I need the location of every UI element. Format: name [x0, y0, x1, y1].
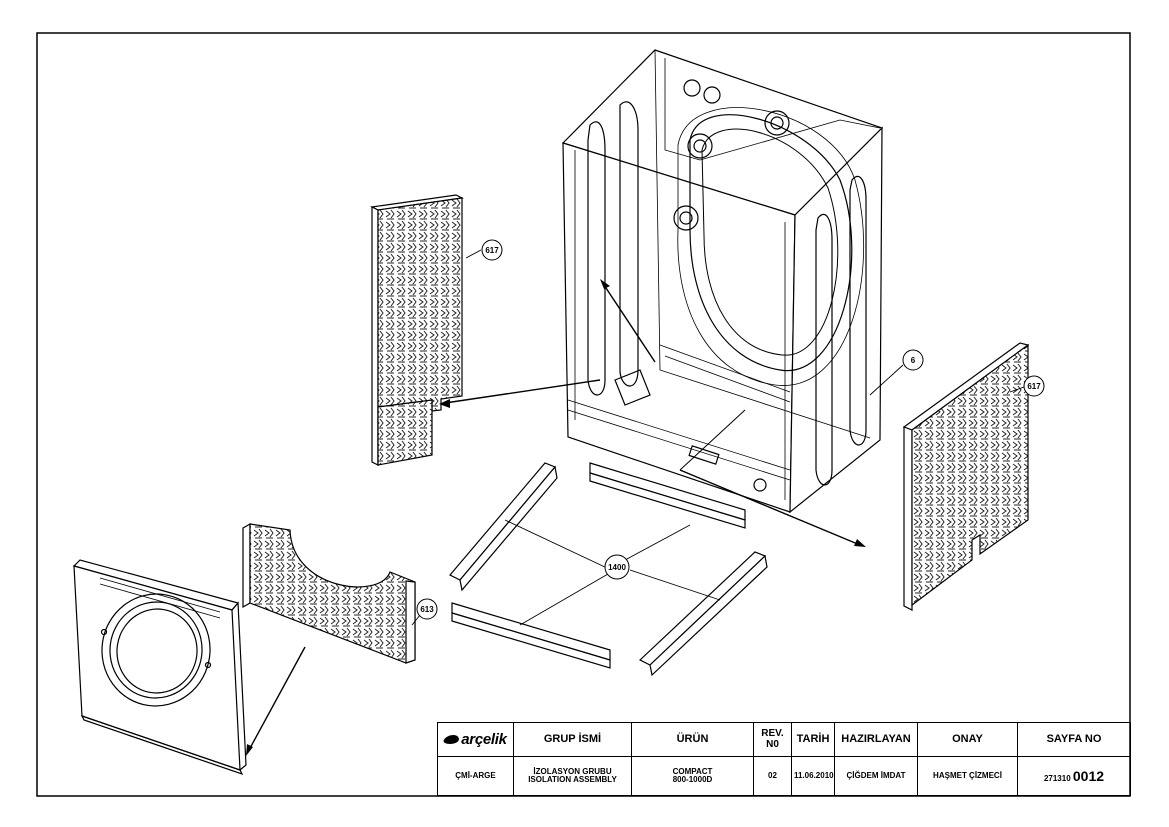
rail-leader-lines	[504, 519, 721, 626]
brand-mark-icon	[442, 735, 461, 745]
base-rails	[449, 462, 768, 677]
department-value: ÇMİ-ARGE	[437, 756, 514, 796]
header-revision: REV. N0	[753, 721, 792, 758]
header-approval: ONAY	[917, 721, 1018, 758]
callout-617-left: 617	[465, 239, 503, 261]
callout-613-label: 613	[420, 605, 434, 614]
header-page-no: SAYFA NO	[1017, 721, 1131, 758]
page-no-suffix: 0012	[1072, 767, 1105, 784]
callout-6-label: 6	[911, 356, 916, 365]
revision-value: 02	[753, 756, 792, 796]
date-value: 11.06.2010	[791, 756, 835, 796]
product-value: COMPACT 800-1000D	[631, 756, 754, 796]
callout-617-right: 617	[1009, 375, 1045, 397]
group-name-value: İZOLASYON GRUBU ISOLATION ASSEMBLY	[513, 756, 632, 796]
header-date: TARİH	[791, 721, 835, 758]
page-no-value: 271310 0012	[1017, 756, 1131, 796]
front-door-panel	[72, 559, 247, 776]
callout-617-left-label: 617	[485, 246, 499, 255]
cabinet	[561, 49, 884, 514]
prepared-by-value: ÇİĞDEM İMDAT	[834, 756, 918, 796]
header-prepared-by: HAZIRLAYAN	[834, 721, 918, 758]
callout-1400-label: 1400	[608, 563, 626, 572]
left-insulation-panel	[370, 194, 464, 466]
callout-617-right-label: 617	[1027, 382, 1041, 391]
page-no-prefix: 271310	[1043, 773, 1071, 783]
callout-613: 613	[411, 598, 438, 626]
right-insulation-panel	[902, 342, 1030, 611]
header-product: ÜRÜN	[631, 721, 754, 758]
callout-6: 6	[869, 349, 924, 396]
callout-1400: 1400	[604, 554, 630, 580]
approval-value: HAŞMET ÇİZMECİ	[917, 756, 1018, 796]
title-block: arçelik GRUP İSMİ ÜRÜN REV. N0 TARİH HAZ…	[437, 721, 1131, 796]
brand-logo: arçelik	[437, 721, 514, 758]
drawing-frame	[36, 32, 1131, 797]
brand-name: arçelik	[461, 730, 507, 748]
header-group-name: GRUP İSMİ	[513, 721, 632, 758]
front-insulation-panel	[242, 522, 416, 664]
